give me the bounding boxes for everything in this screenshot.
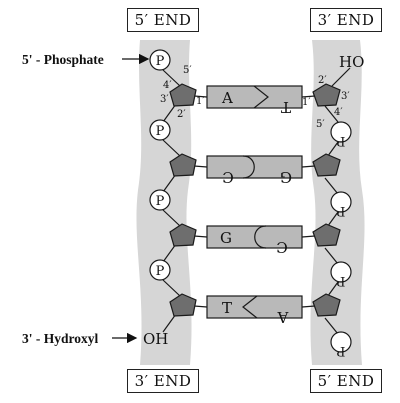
base-pair-1-right: T (281, 98, 291, 116)
base-pair-3-right: C (276, 238, 287, 256)
right-phosphate-1 (330, 121, 352, 143)
base-pair-4-left: T (222, 299, 232, 317)
base-pair-3-left: G (220, 229, 232, 247)
left-sugar-3 (169, 223, 197, 247)
end-label-bottom-right: 5′ END (310, 369, 382, 393)
right-c5-label: 5′ (316, 119, 325, 130)
left-c2-label: 2′ (177, 109, 186, 120)
base-pair-2-left: C (222, 168, 233, 186)
left-phosphate-2-label: P (156, 124, 165, 139)
base-pair-4-box (206, 295, 303, 319)
right-c3-label: 3′ (341, 91, 350, 102)
right-sugar-2 (312, 153, 341, 177)
base-pair-1-interface (253, 85, 269, 109)
left-phosphate-3-label: P (156, 194, 165, 209)
left-phosphate-4 (149, 259, 171, 281)
base-pair-2-right: G (280, 168, 292, 186)
hydroxyl-3-label: 3' - Hydroxyl (22, 331, 99, 346)
right-c2-label: 2′ (318, 75, 327, 86)
left-sugar-4 (169, 293, 197, 317)
left-terminal-oh: OH (143, 330, 168, 348)
base-pair-4-interface (242, 295, 258, 319)
left-backbone-links (162, 69, 181, 333)
right-c1-label: 1′ (302, 97, 311, 108)
base-pair-1: A T (206, 85, 303, 116)
base-pair-4-right: A (277, 308, 289, 326)
left-phosphate-3 (149, 189, 171, 211)
base-pair-2: C G (206, 155, 303, 186)
right-phosphates: P P P P (330, 121, 352, 358)
right-c4-label: 4′ (334, 107, 343, 118)
right-sugar-3 (312, 223, 341, 247)
left-c3-label: 3′ (160, 94, 169, 105)
right-sugar-4 (312, 293, 341, 317)
base-pair-3: G C (206, 225, 303, 256)
left-phosphate-2 (149, 119, 171, 141)
left-phosphates: P P P P (149, 49, 171, 281)
right-terminal-ho: HO (339, 53, 364, 71)
base-pair-4: T A (206, 295, 303, 326)
right-phosphate-2 (330, 191, 352, 213)
end-label-top-left: 5′ END (127, 8, 199, 32)
left-sugar-2 (169, 153, 197, 177)
right-sugar-1 (312, 83, 341, 107)
right-phosphate-1-label: P (336, 133, 345, 148)
left-c1-label: 1′ (196, 96, 205, 107)
left-phosphate-4-label: P (156, 264, 165, 279)
right-phosphate-3 (330, 261, 352, 283)
base-pair-2-interface (242, 155, 255, 179)
base-pair-1-left: A (221, 89, 233, 107)
left-phosphate-1 (149, 49, 171, 71)
left-c4-label: 4′ (163, 80, 172, 91)
glycosidic-bonds (193, 95, 316, 308)
right-phosphate-2-label: P (336, 203, 345, 218)
left-c5-label: 5′ (183, 65, 192, 76)
left-carbon-labels: 5′ 4′ 3′ 2′ 1′ (160, 65, 205, 120)
right-phosphate-3-label: P (336, 273, 345, 288)
end-label-top-right: 3′ END (310, 8, 382, 32)
base-pair-3-interface (254, 225, 267, 249)
left-sugar-1 (169, 83, 197, 107)
left-phosphate-1-label: P (156, 54, 165, 69)
end-label-bottom-left: 3′ END (127, 369, 199, 393)
right-phosphate-4 (330, 331, 352, 353)
phosphate-5-label: 5' - Phosphate (22, 52, 104, 67)
right-carbon-labels: 2′ 3′ 1′ 4′ 5′ (302, 75, 350, 130)
right-phosphate-4-label: P (336, 343, 345, 358)
